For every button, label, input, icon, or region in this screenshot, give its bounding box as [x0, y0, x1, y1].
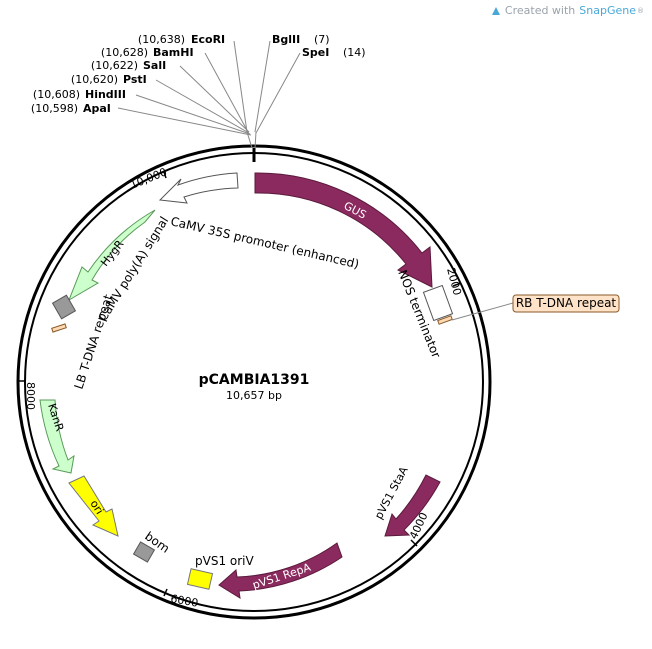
leader-stem-1 [246, 131, 253, 149]
rb-leader-line [451, 302, 514, 321]
site-pos-ecori: (10,638) [138, 33, 185, 46]
feature-rb-label: RB T-DNA repeat [516, 296, 617, 310]
feature-oriv-label: pVS1 oriV [195, 554, 255, 568]
feature-polya-box [51, 294, 77, 320]
site-pos-sali: (10,622) [91, 59, 138, 72]
feature-oriv-box [186, 568, 214, 590]
feature-kanr-arrow [39, 399, 75, 474]
tick-6000 [163, 588, 168, 597]
site-name-psti: PstI [123, 73, 147, 86]
snapgene-watermark: Created with SnapGene® [491, 4, 644, 17]
leader-bglii [254, 40, 271, 133]
site-name-bamhi: BamHI [153, 46, 194, 59]
site-name-ecori: EcoRI [191, 33, 225, 46]
site-name-spei: SpeI [302, 46, 329, 59]
site-pos-psti: (10,620) [71, 73, 118, 86]
site-pos-apai: (10,598) [31, 102, 78, 115]
site-name-bglii: BglII [272, 33, 300, 46]
leader-spei [255, 52, 301, 134]
feature-lb-label: LB T-DNA repeat [72, 293, 116, 391]
feature-bom-box [132, 541, 156, 563]
feature-gus-arrow [254, 172, 433, 288]
watermark-brand: SnapGene [579, 4, 636, 17]
feature-lb-box [51, 323, 67, 333]
tick-2000 [452, 282, 462, 287]
tick-label-6000: 6000 [169, 592, 199, 610]
plasmid-name: pCAMBIA1391 [199, 372, 310, 388]
tick-10000 [163, 171, 167, 179]
site-name-hindiii: HindIII [85, 88, 126, 101]
leader-apai [117, 107, 252, 136]
snapgene-logo-icon [491, 6, 500, 15]
feature-promoter-label: CaMV 35S promoter (enhanced) [169, 214, 360, 271]
site-leader-lines [117, 40, 301, 149]
feature-promoter-arrow [158, 172, 239, 204]
backbone-outer-ring [16, 144, 492, 620]
leader-hindiii [135, 94, 251, 135]
leader-psti [155, 79, 250, 134]
feature-hygr-arrow [68, 209, 156, 302]
leader-sali [179, 65, 250, 133]
site-pos-spei: (14) [343, 46, 366, 59]
leader-bamhi [204, 52, 249, 133]
feature-staa-arrow [384, 474, 441, 537]
feature-ori-label: ori [87, 498, 106, 517]
site-pos-hindiii: (10,608) [33, 88, 80, 101]
site-labels: (10,638) EcoRI (10,628) BamHI (10,622) S… [31, 33, 366, 115]
feature-repa-arrow [218, 542, 343, 599]
tick-4000 [410, 539, 418, 547]
site-name-apai: ApaI [83, 102, 111, 115]
feature-rb-box [437, 315, 453, 325]
leader-ecori [233, 40, 248, 133]
watermark-mark: ® [637, 6, 644, 15]
rb-callout-box [512, 294, 620, 313]
feature-nos-box [422, 284, 454, 322]
site-name-sali: SalI [143, 59, 166, 72]
site-pos-bamhi: (10,628) [101, 46, 148, 59]
feature-ori-arrow [68, 475, 119, 537]
tick-label-8000: 8000 [24, 382, 37, 410]
watermark-prefix: Created with [504, 4, 576, 17]
leader-stem-2 [254, 131, 257, 149]
plasmid-size: 10,657 bp [226, 389, 282, 402]
site-pos-bglii: (7) [314, 33, 330, 46]
